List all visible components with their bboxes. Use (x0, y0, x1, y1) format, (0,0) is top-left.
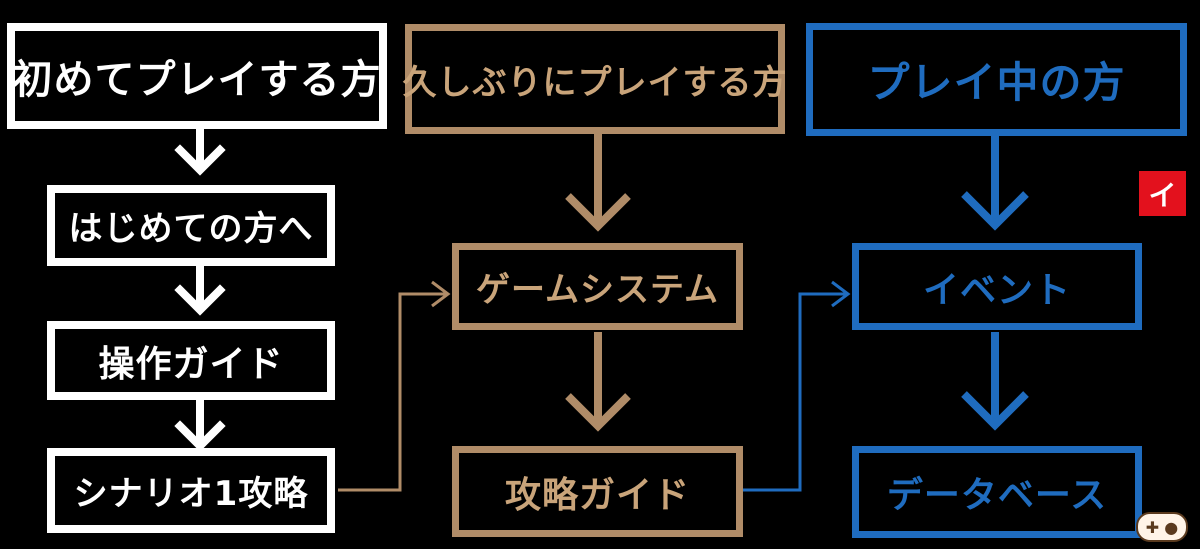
arrow-playing-1 (961, 136, 1029, 231)
connector-returning-to-playing (738, 280, 851, 492)
header-playing[interactable]: プレイ中の方 (806, 23, 1187, 136)
arrow-playing-2 (961, 332, 1029, 431)
step-beginners-guide-label: はじめての方へ (68, 209, 314, 249)
arrow-first-1 (174, 127, 226, 176)
header-returning[interactable]: 久しぶりにプレイする方 (402, 24, 788, 134)
step-scenario1-walkthrough[interactable]: シナリオ1攻略 (47, 448, 335, 533)
arrow-returning-1 (565, 134, 631, 232)
step-strategy-guide-label: 攻略ガイド (504, 474, 690, 516)
step-database[interactable]: データベース (852, 446, 1142, 538)
step-events-label: イベント (922, 269, 1071, 311)
header-playing-label: プレイ中の方 (867, 58, 1126, 107)
arrow-first-2 (174, 264, 226, 316)
step-strategy-guide[interactable]: 攻略ガイド (452, 446, 743, 537)
step-events[interactable]: イベント (852, 243, 1142, 330)
gamepad-icon: ✚ ● (1136, 512, 1188, 542)
step-scenario1-walkthrough-label: シナリオ1攻略 (73, 474, 309, 514)
step-controls-guide[interactable]: 操作ガイド (47, 321, 335, 400)
badge-label: イ (1148, 178, 1177, 212)
step-beginners-guide[interactable]: はじめての方へ (47, 185, 335, 266)
step-database-label: データベース (886, 475, 1108, 516)
step-game-system[interactable]: ゲームシステム (452, 243, 743, 330)
header-returning-label: 久しぶりにプレイする方 (402, 62, 788, 103)
connector-first-to-returning (338, 280, 451, 492)
header-first-time[interactable]: 初めてプレイする方 (7, 23, 387, 129)
red-square-badge: イ (1139, 171, 1186, 216)
header-first-time-label: 初めてプレイする方 (12, 57, 382, 103)
step-controls-guide-label: 操作ガイド (98, 343, 284, 385)
step-game-system-label: ゲームシステム (476, 270, 719, 310)
arrow-returning-2 (565, 332, 631, 432)
arrow-first-3 (174, 398, 226, 452)
